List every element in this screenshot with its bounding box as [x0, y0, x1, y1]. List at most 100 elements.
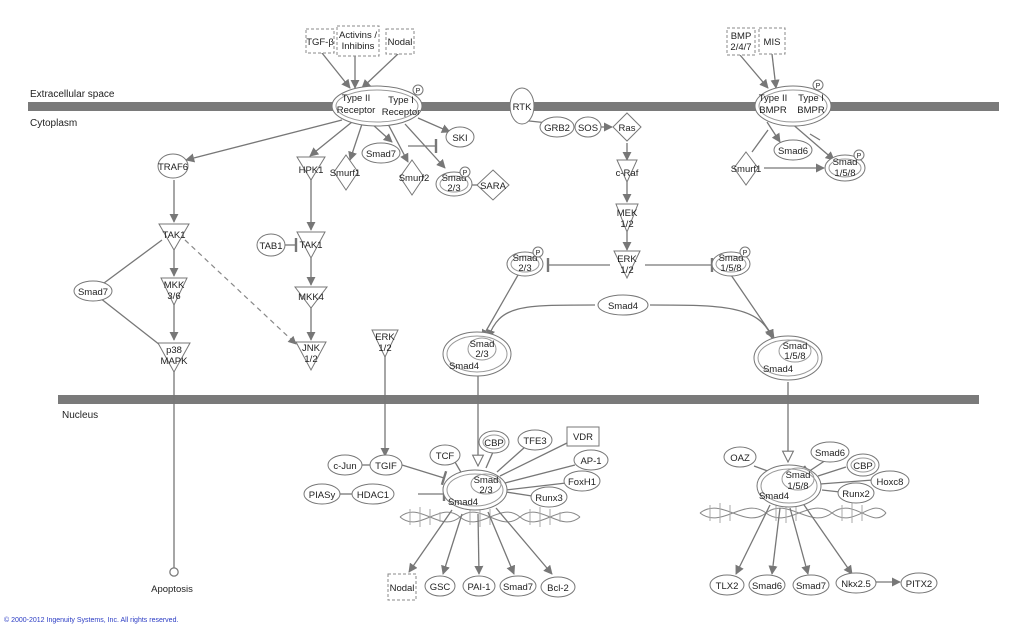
svg-text:Inhibins: Inhibins: [342, 41, 375, 52]
smurf1-right-node[interactable]: Smurf1: [731, 151, 762, 186]
svg-text:P: P: [416, 88, 421, 95]
pai-1-node[interactable]: PAI-1: [462, 575, 496, 597]
svg-text:GSC: GSC: [430, 582, 451, 593]
vdr-node[interactable]: VDR: [566, 426, 600, 447]
smad23-smad4-nuclear-complex[interactable]: Smad 2/3 Smad4: [442, 469, 508, 511]
tcf-node[interactable]: TCF: [429, 444, 461, 466]
p38-mapk-node[interactable]: p38 MAPK: [157, 342, 191, 374]
grb2-node[interactable]: GRB2: [539, 116, 575, 138]
apoptosis-label[interactable]: Apoptosis: [151, 584, 193, 595]
smurf2-node[interactable]: Smurf2: [399, 159, 430, 196]
smad4-cytoplasm-node[interactable]: Smad4: [597, 294, 649, 316]
svg-text:Type II: Type II: [759, 93, 788, 104]
svg-text:Ras: Ras: [619, 123, 636, 134]
smad23-phospho-node[interactable]: Smad 2/3 P: [506, 246, 544, 277]
svg-text:Smad7: Smad7: [366, 149, 396, 160]
smad7-nuclear-left-node[interactable]: Smad7: [499, 575, 537, 597]
smurf1-left-node[interactable]: Smurf1: [330, 154, 361, 191]
traf6-node[interactable]: TRAF6: [157, 153, 189, 179]
mkk36-node[interactable]: MKK 3/6: [160, 277, 188, 307]
svg-text:2/3: 2/3: [518, 263, 531, 274]
bmp-receptor-complex[interactable]: Type II BMPR Type I BMPR P: [754, 79, 832, 127]
svg-text:TAK1: TAK1: [162, 230, 185, 241]
tgif-node[interactable]: TGIF: [369, 454, 403, 476]
rtk-node[interactable]: RTK: [509, 87, 535, 125]
hdac1-node[interactable]: HDAC1: [351, 483, 395, 505]
mek-node[interactable]: MEK 1/2: [615, 203, 639, 234]
svg-text:c-Raf: c-Raf: [616, 168, 639, 179]
foxh1-node[interactable]: FoxH1: [563, 470, 601, 492]
smad23-smad4-complex[interactable]: Smad 2/3 Smad4: [442, 331, 512, 377]
ras-node[interactable]: Ras: [612, 112, 642, 142]
c-jun-node[interactable]: c-Jun: [327, 454, 363, 476]
svg-text:Smad: Smad: [474, 475, 499, 486]
cbp-left-node[interactable]: CBP: [478, 430, 510, 454]
sos-node[interactable]: SOS: [574, 116, 602, 138]
svg-text:MKK: MKK: [164, 280, 185, 291]
ski-node[interactable]: SKI: [445, 126, 475, 148]
erk-center-node[interactable]: ERK 1/2: [613, 250, 641, 280]
svg-text:Activins /: Activins /: [339, 30, 377, 41]
gsc-node[interactable]: GSC: [424, 575, 456, 597]
bcl-2-node[interactable]: Bcl-2: [540, 576, 576, 598]
nodal-nuclear-node[interactable]: Nodal: [387, 573, 417, 601]
tfe3-node[interactable]: TFE3: [517, 429, 553, 451]
svg-text:Nodal: Nodal: [390, 583, 415, 594]
svg-text:Smad6: Smad6: [815, 448, 845, 459]
runx3-node[interactable]: Runx3: [530, 486, 568, 508]
c-raf-node[interactable]: c-Raf: [616, 159, 639, 184]
smad7-nuclear-right-node[interactable]: Smad7: [792, 574, 830, 596]
sara-node[interactable]: SARA: [476, 169, 510, 201]
svg-text:Smurf2: Smurf2: [399, 173, 430, 184]
smad6-nuclear-bottom-node[interactable]: Smad6: [748, 574, 786, 596]
smad158-smad4-nuclear-complex[interactable]: Smad 1/5/8 Smad4: [756, 464, 822, 508]
svg-text:HDAC1: HDAC1: [357, 490, 389, 501]
piasy-node[interactable]: PIASy: [303, 483, 341, 505]
tak1-mid-node[interactable]: TAK1: [296, 231, 326, 260]
svg-text:OAZ: OAZ: [730, 453, 750, 464]
pitx2-node[interactable]: PITX2: [900, 572, 938, 594]
tlx2-node[interactable]: TLX2: [709, 574, 745, 596]
cytoplasm-label: Cytoplasm: [30, 118, 77, 129]
mkk4-node[interactable]: MKK4: [293, 286, 329, 309]
svg-text:Runx3: Runx3: [535, 493, 562, 504]
svg-text:P: P: [536, 250, 541, 257]
jnk-node[interactable]: JNK 1/2: [295, 341, 327, 372]
svg-text:Runx2: Runx2: [842, 489, 869, 500]
tgf-beta-node[interactable]: TGF-β: [305, 28, 335, 54]
nodal-extracellular-node[interactable]: Nodal: [385, 28, 415, 55]
erk-left-node[interactable]: ERK 1/2: [371, 329, 399, 359]
svg-text:BMPR: BMPR: [759, 105, 787, 116]
smad23-cytoplasm-node[interactable]: Smad 2/3 P: [435, 166, 473, 197]
oaz-node[interactable]: OAZ: [723, 446, 757, 468]
tak1-left-node[interactable]: TAK1: [158, 223, 190, 252]
tgf-beta-receptor-complex[interactable]: Type II Receptor Type I Receptor P: [331, 84, 424, 127]
svg-text:Smurf1: Smurf1: [731, 164, 762, 175]
activins-inhibins-node[interactable]: Activins / Inhibins: [336, 25, 380, 57]
smad158-smad4-complex[interactable]: Smad 1/5/8 Smad4: [753, 335, 823, 381]
tab1-node[interactable]: TAB1: [256, 233, 286, 257]
ap-1-node[interactable]: AP-1: [573, 449, 609, 471]
nkx25-node[interactable]: Nkx2.5: [835, 572, 877, 594]
smad6-nuclear-node[interactable]: Smad6: [810, 441, 850, 463]
smad6-cytoplasm-node[interactable]: Smad6: [773, 139, 813, 161]
smad158-cytoplasm-node[interactable]: Smad 1/5/8 P: [824, 149, 866, 182]
svg-text:Smad7: Smad7: [796, 581, 826, 592]
nuclear-membrane: [58, 395, 979, 404]
hoxc8-node[interactable]: Hoxc8: [870, 470, 910, 492]
svg-text:Nkx2.5: Nkx2.5: [841, 579, 871, 590]
svg-text:P: P: [816, 83, 821, 90]
svg-text:Smad4: Smad4: [449, 361, 479, 372]
smad7-left-node[interactable]: Smad7: [73, 280, 113, 302]
svg-text:ERK: ERK: [617, 254, 637, 265]
hpk1-node[interactable]: HPK1: [296, 156, 326, 181]
cbp-right-node[interactable]: CBP: [846, 453, 880, 477]
bmp-node[interactable]: BMP 2/4/7: [726, 27, 756, 56]
mis-node[interactable]: MIS: [758, 27, 786, 55]
edges: [99, 47, 901, 587]
svg-text:TAK1: TAK1: [299, 240, 322, 251]
smad158-phospho-node[interactable]: Smad 1/5/8 P: [711, 246, 751, 277]
smad7-cytoplasm-node[interactable]: Smad7: [361, 142, 401, 164]
runx2-node[interactable]: Runx2: [837, 482, 875, 504]
extracellular-label: Extracellular space: [30, 89, 115, 100]
